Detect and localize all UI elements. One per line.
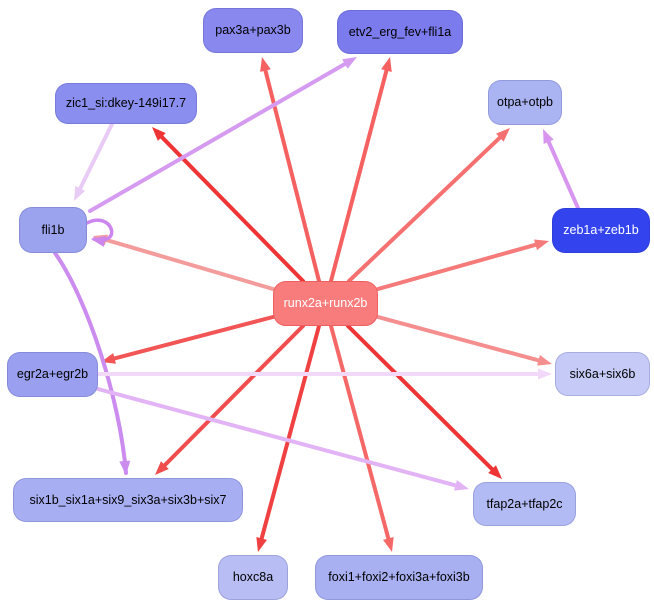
- edge-runx2a+runx2b-to-tfap2a+tfap2c: [346, 324, 502, 479]
- node-label: zeb1a+zeb1b: [563, 223, 639, 238]
- arrowhead-icon: [74, 186, 86, 201]
- edge-runx2a+runx2b-to-six6a+six6b: [376, 315, 552, 366]
- node-label: pax3a+pax3b: [215, 23, 291, 38]
- node-label: etv2_erg_fev+fli1a: [348, 24, 452, 39]
- arrowhead-icon: [538, 368, 552, 380]
- arrowhead-icon: [496, 128, 510, 142]
- node-six1b_six1a+six9_six3a+six3b+six7[interactable]: six1b_six1a+six9_six3a+six3b+six7: [13, 478, 243, 522]
- edge-runx2a+runx2b-to-zeb1a+zeb1b: [376, 239, 549, 291]
- node-label: tfap2a+tfap2c: [486, 496, 563, 511]
- node-runx2a+runx2b[interactable]: runx2a+runx2b: [273, 281, 378, 326]
- edge-egr2a+egr2b-to-six6a+six6b: [96, 368, 552, 380]
- node-six6a+six6b[interactable]: six6a+six6b: [555, 352, 650, 396]
- node-label: zic1_si:dkey-149i17.7: [65, 96, 187, 111]
- node-zeb1a+zeb1b[interactable]: zeb1a+zeb1b: [552, 208, 650, 253]
- edge-runx2a+runx2b-to-etv2_erg_fev+fli1a: [329, 57, 392, 283]
- edge-runx2a+runx2b-to-foxi1+foxi2+foxi3a+foxi3b: [329, 324, 394, 552]
- node-label: foxi1+foxi2+foxi3a+foxi3b: [328, 570, 470, 585]
- arrowhead-icon: [152, 127, 166, 141]
- node-label: six6a+six6b: [569, 366, 636, 381]
- edge-zic1_si:dkey-149i17.7-to-fli1b: [74, 122, 114, 201]
- edge-runx2a+runx2b-to-hoxc8a: [256, 324, 321, 552]
- arrowhead-icon: [260, 57, 271, 72]
- node-pax3a+pax3b[interactable]: pax3a+pax3b: [203, 8, 303, 53]
- arrowhead-icon: [342, 57, 357, 69]
- node-zic1_si:dkey-149i17.7[interactable]: zic1_si:dkey-149i17.7: [55, 83, 197, 124]
- arrowhead-icon: [543, 129, 554, 145]
- edge-fli1b-to-six1b_six1a+six9_six3a+six3b+six7: [53, 251, 131, 475]
- edge-runx2a+runx2b-to-six1b_six1a+six9_six3a+six3b+six7: [155, 324, 305, 475]
- edge-runx2a+runx2b-to-egr2a+egr2b: [101, 315, 275, 364]
- node-label: otpa+otpb: [497, 95, 553, 110]
- arrowhead-icon: [534, 239, 549, 251]
- node-foxi1+foxi2+foxi3a+foxi3b[interactable]: foxi1+foxi2+foxi3a+foxi3b: [315, 555, 483, 600]
- arrowhead-icon: [155, 461, 169, 475]
- edge-runx2a+runx2b-to-fli1b: [93, 234, 275, 291]
- node-etv2_erg_fev+fli1a[interactable]: etv2_erg_fev+fli1a: [337, 10, 463, 54]
- edge-fli1b-to-fli1b-self-loop: [85, 218, 114, 247]
- arrowhead-icon: [454, 480, 469, 491]
- arrowhead-icon: [119, 460, 131, 475]
- node-label: hoxc8a: [232, 570, 274, 585]
- arrowhead-icon: [381, 57, 392, 72]
- arrowhead-icon: [91, 236, 106, 247]
- node-fli1b[interactable]: fli1b: [19, 207, 87, 253]
- edge-fli1b-to-etv2_erg_fev+fli1a: [88, 57, 357, 213]
- node-label: egr2a+egr2b: [16, 367, 89, 382]
- arrowhead-icon: [256, 537, 267, 552]
- node-hoxc8a[interactable]: hoxc8a: [218, 555, 288, 600]
- edge-zeb1a+zeb1b-to-otpa+otpb: [543, 129, 580, 210]
- node-otpa+otpb[interactable]: otpa+otpb: [488, 80, 562, 125]
- arrowhead-icon: [383, 537, 394, 552]
- node-tfap2a+tfap2c[interactable]: tfap2a+tfap2c: [473, 482, 576, 526]
- node-egr2a+egr2b[interactable]: egr2a+egr2b: [7, 352, 98, 397]
- node-label: fli1b: [41, 222, 65, 237]
- edge-runx2a+runx2b-to-pax3a+pax3b: [260, 57, 321, 283]
- edge-runx2a+runx2b-to-otpa+otpb: [347, 128, 510, 283]
- edge-runx2a+runx2b-to-zic1_si:dkey-149i17.7: [152, 127, 305, 283]
- arrowhead-icon: [488, 465, 502, 479]
- edge-egr2a+egr2b-to-tfap2a+tfap2c: [96, 387, 469, 491]
- node-label: runx2a+runx2b: [283, 296, 368, 311]
- node-label: six1b_six1a+six9_six3a+six3b+six7: [29, 492, 227, 507]
- arrowhead-icon: [537, 355, 552, 366]
